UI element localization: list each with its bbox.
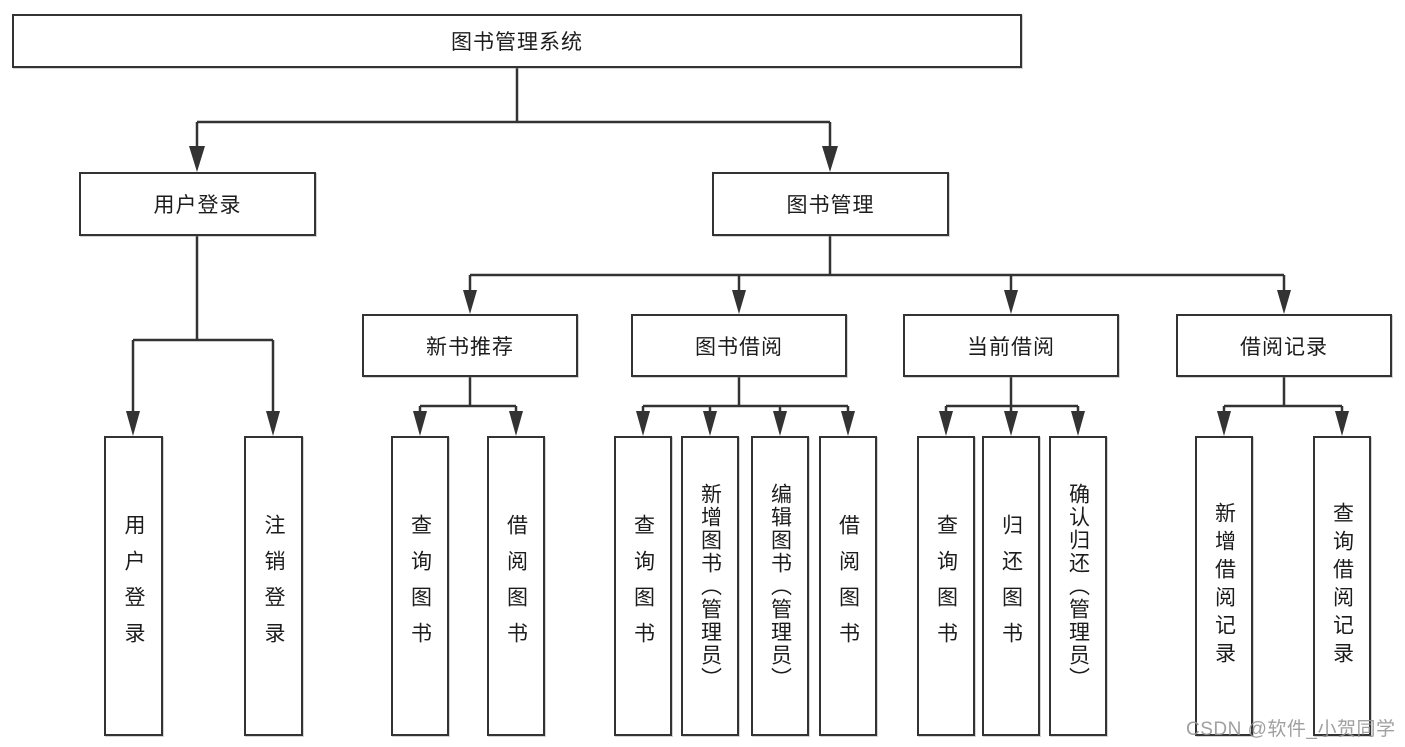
leaf-cb-query-books: 查询图书 — [917, 436, 975, 736]
leaf-bb-query-books: 查询图书 — [614, 436, 672, 736]
node-root: 图书管理系统 — [12, 14, 1022, 68]
leaf-nb-query-books: 查询图书 — [391, 436, 449, 736]
node-borrow-record: 借阅记录 — [1176, 314, 1392, 377]
leaf-br-query-record: 查询借阅记录 — [1313, 436, 1371, 736]
leaf-bb-borrow-books: 借阅图书 — [819, 436, 877, 736]
leaf-cb-confirm-return-admin: 确认归还（管理员） — [1049, 436, 1107, 736]
leaf-nb-borrow-books: 借阅图书 — [487, 436, 545, 736]
node-book-mgmt: 图书管理 — [712, 172, 949, 236]
leaf-user-login: 用户登录 — [104, 436, 163, 736]
leaf-bb-add-books-admin: 新增图书（管理员） — [681, 436, 739, 736]
node-user-login: 用户登录 — [79, 172, 316, 236]
node-current-borrow: 当前借阅 — [903, 314, 1119, 377]
arrowheads — [126, 146, 1349, 436]
leaf-logout: 注销登录 — [244, 436, 303, 736]
leaf-cb-return-books: 归还图书 — [982, 436, 1040, 736]
node-new-book-rec: 新书推荐 — [362, 314, 578, 377]
node-book-borrow: 图书借阅 — [631, 314, 847, 377]
leaf-br-add-record: 新增借阅记录 — [1195, 436, 1253, 736]
leaf-bb-edit-books-admin: 编辑图书（管理员） — [751, 436, 809, 736]
csdn-watermark: CSDN @软件_小贺同学 — [1186, 719, 1396, 740]
